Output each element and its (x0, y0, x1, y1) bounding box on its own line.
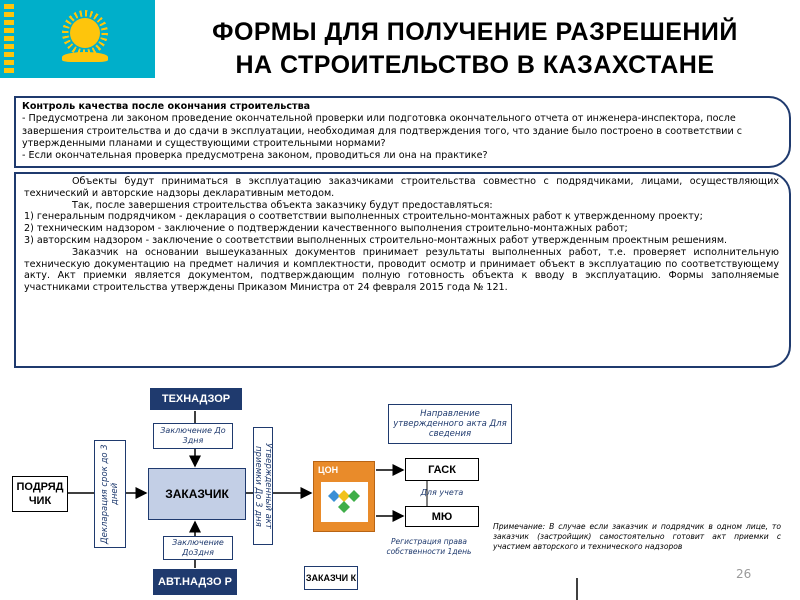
procedure-paragraph-6: Заказчик на основании вышеуказанных доку… (24, 246, 779, 294)
procedure-paragraph-3: 1) генеральным подрядчиком - декларация … (24, 211, 703, 223)
con-node: ЦОН (313, 461, 375, 532)
napravlenie-note: Направление утвержденного акта Для сведе… (388, 404, 512, 444)
avtnadzor-node: АВТ.НАДЗО Р (153, 569, 237, 595)
registraciya-label: Регистрация права собственности 1день (386, 537, 472, 556)
title-line-1: ФОРМЫ ДЛЯ ПОЛУЧЕНИЕ РАЗРЕШЕНИЙ (212, 18, 738, 46)
deklaraciya-note: Декларация срок до 3 дней (94, 440, 126, 548)
zaklyuchenie-bottom-note: Заключение До3дня (163, 536, 233, 560)
myu-node: МЮ (405, 506, 479, 527)
zakazchik-node: ЗАКАЗЧИК (148, 468, 246, 520)
title-line-2: НА СТРОИТЕЛЬСТВО В КАЗАХСТАНЕ (235, 51, 715, 79)
flag-sun-icon (70, 18, 100, 48)
zakazchik-small-node: ЗАКАЗЧИ К (304, 566, 358, 590)
quality-control-box: Контроль качества после окончания строит… (14, 96, 791, 168)
flag-eagle-icon (62, 52, 108, 62)
con-logo-icon (321, 482, 368, 522)
zaklyuchenie-top-note: Заключение До 3дня (153, 423, 233, 449)
page-title: ФОРМЫ ДЛЯ ПОЛУЧЕНИЕ РАЗРЕШЕНИЙ НА СТРОИТ… (160, 16, 790, 82)
con-label: ЦОН (318, 465, 339, 475)
utverzhdenny-akt-note: Утвержденный акт приемки До 3 дня (253, 427, 273, 545)
annotation-note: Примечание: В случае если заказчик и под… (493, 522, 781, 551)
tehnadzor-node: ТЕХНАДЗОР (150, 388, 242, 410)
podryadchik-node: ПОДРЯД ЧИК (12, 476, 68, 512)
page-number: 26 (736, 567, 752, 581)
quality-control-question-2: - Если окончательная проверка предусмотр… (22, 150, 488, 162)
quality-control-heading: Контроль качества после окончания строит… (22, 101, 311, 112)
gask-node: ГАСК (405, 458, 479, 481)
procedure-paragraph-1: Объекты будут приниматься в эксплуатацию… (24, 176, 779, 199)
kazakhstan-flag-image (0, 0, 155, 78)
procedure-paragraph-5: 3) авторским надзором - заключение о соо… (24, 234, 728, 246)
procedure-paragraph-4: 2) техническим надзором - заключение о п… (24, 223, 628, 235)
dlya-ucheta-label: Для учета (420, 488, 464, 497)
procedure-paragraph-2: Так, после завершения строительства объе… (72, 199, 493, 211)
acceptance-procedure-box: Объекты будут приниматься в эксплуатацию… (14, 172, 791, 368)
quality-control-question-1: - Предусмотрена ли законом проведение ок… (22, 113, 743, 149)
flag-ornament (4, 4, 14, 74)
